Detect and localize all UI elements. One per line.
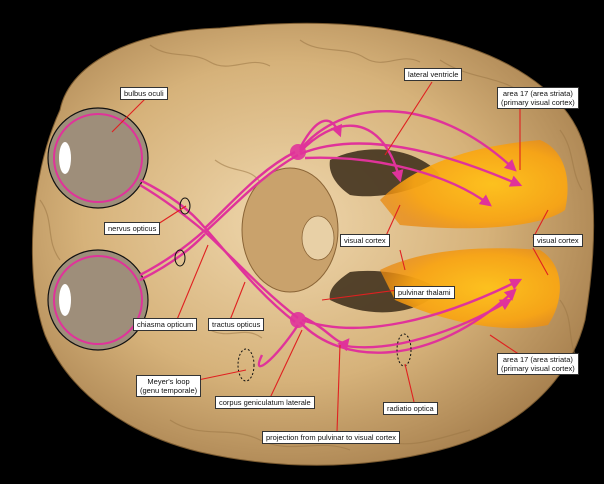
lgn-lower [290,312,306,328]
lgn-upper [290,144,306,160]
eye-left-upper [47,107,149,209]
visual-cortex-lower [380,248,560,329]
label-area17-bottom: area 17 (area striata) (primary visual c… [497,353,579,375]
brainstem [241,167,339,293]
label-area17-top-line1: area 17 (area striata) [502,89,573,98]
eye-left-lower [47,249,149,351]
label-bulbus-oculi: bulbus oculi [120,87,168,100]
label-lateral-ventricle: lateral ventricle [404,68,463,81]
label-meyers-loop-line1: Meyer's loop [147,377,190,386]
label-area17-top-line2: (primary visual cortex) [501,98,575,107]
leader-lines [111,81,549,433]
label-tractus-opticus: tractus opticus [208,318,265,331]
label-chiasma-opticum: chiasma opticum [133,318,198,331]
label-area17-top: area 17 (area striata) (primary visual c… [497,87,579,109]
label-meyers-loop-line2: (genu temporale) [140,386,198,395]
radiatio-outline [396,333,412,367]
label-pulvinar-thalami: pulvinar thalami [394,286,455,299]
optic-pathways [139,109,523,368]
label-radiatio-optica: radiatio optica [383,402,438,415]
label-visual-cortex-right: visual cortex [533,234,583,247]
label-corpus-geniculatum: corpus geniculatum laterale [215,396,315,409]
visual-cortex-upper [380,140,568,229]
label-projection-pulvinar: projection from pulvinar to visual corte… [262,431,401,444]
label-visual-cortex-center: visual cortex [340,234,390,247]
meyers-loop-outline [237,348,255,382]
label-area17-bottom-line1: area 17 (area striata) [502,355,573,364]
label-nervus-opticus: nervus opticus [104,222,161,235]
label-meyers-loop: Meyer's loop (genu temporale) [136,375,202,397]
label-area17-bottom-line2: (primary visual cortex) [501,364,575,373]
